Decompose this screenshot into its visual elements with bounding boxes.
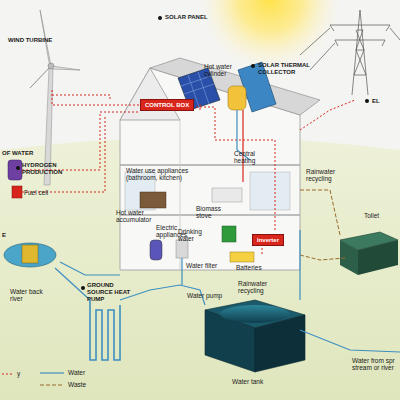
node-text: Inverter: [257, 237, 279, 243]
legend-text: Waste: [68, 381, 86, 388]
part-label: Hot water accumulator: [116, 209, 158, 224]
part-label: Toilet: [364, 212, 379, 219]
part-label: Water back river: [10, 288, 44, 303]
node-text: CONTROL BOX: [145, 102, 189, 108]
legend-text: y: [17, 370, 20, 377]
part-label: Water tank: [232, 378, 263, 385]
inverter-box: Inverter: [252, 234, 284, 246]
part-label: Central heating: [234, 150, 268, 165]
part-label: Drinking water: [178, 228, 208, 243]
part-label: HYDROGEN PRODUCTION: [22, 162, 72, 176]
part-label: Fuel cell: [24, 189, 48, 196]
control-box: CONTROL BOX: [140, 99, 194, 111]
part-label: Batteries: [236, 264, 262, 271]
part-label: Biomass stove: [196, 205, 228, 220]
part-label: EL: [372, 98, 380, 105]
part-label: WIND TURBINE: [8, 37, 52, 44]
part-label: SOLAR THERMAL COLLECTOR: [258, 62, 320, 76]
part-label: Water use appliances (bathroom, kitchen): [126, 167, 190, 182]
legend-text: Water: [68, 369, 85, 376]
part-label: E: [2, 232, 6, 239]
part-label: SOLAR PANEL: [165, 14, 208, 21]
part-label: Water pump: [187, 292, 222, 299]
part-label: Rainwater recycling: [306, 168, 346, 183]
part-label: Rainwater recycling: [238, 280, 282, 295]
part-label: Hot water cylinder: [204, 63, 236, 78]
part-label: OF WATER: [2, 150, 33, 157]
part-label: GROUND SOURCE HEAT PUMP: [87, 282, 135, 303]
part-label: Water filter: [186, 262, 217, 269]
part-label: Water from spr stream or river: [352, 357, 398, 372]
